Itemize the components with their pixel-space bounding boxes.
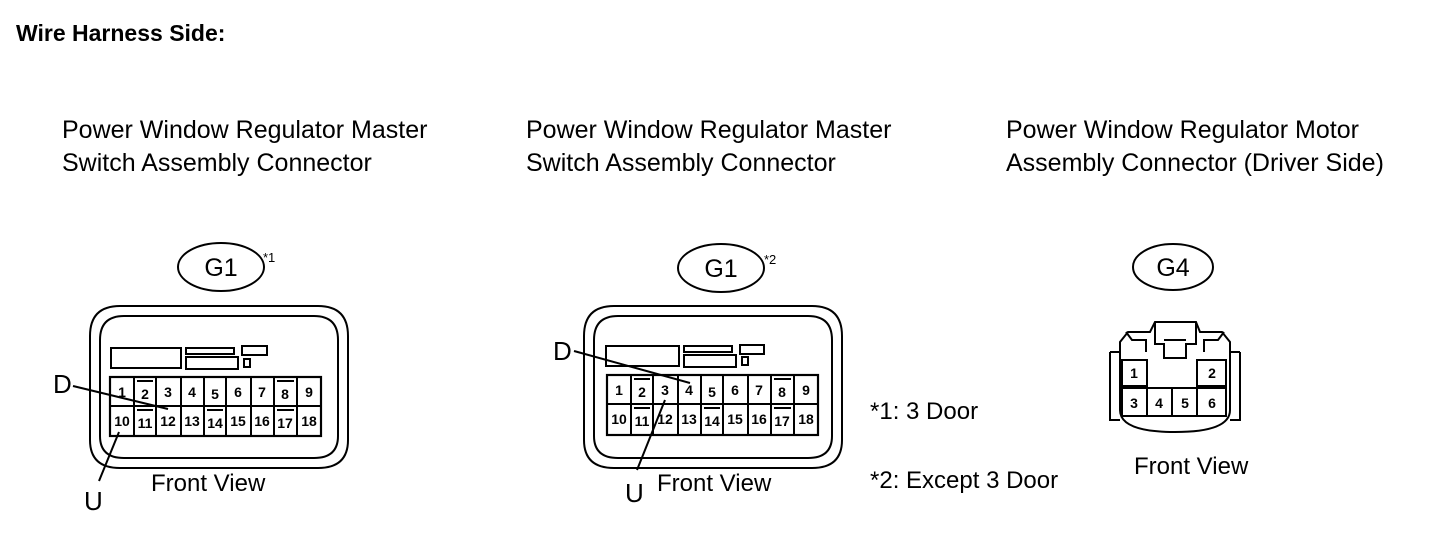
pin-label: 15 — [727, 411, 743, 427]
connector-1-title: Power Window Regulator Master Switch Ass… — [62, 114, 427, 180]
connector-2-pins: 1 2 3 4 5 6 7 8 9 10 11 12 13 14 15 16 1… — [611, 382, 814, 429]
pin-label: 14 — [207, 415, 223, 431]
pin-label: 5 — [1181, 395, 1189, 411]
connector-1-u-label: U — [84, 486, 103, 516]
connector-3-id: G4 — [1156, 254, 1189, 282]
connector-2-id-oval — [677, 243, 765, 293]
connector-2-u-label: U — [625, 478, 644, 508]
pin-label: 5 — [211, 386, 219, 402]
pin-label: 3 — [1130, 395, 1138, 411]
connector-1-id: G1 — [204, 254, 237, 282]
connector-2-d-label: D — [553, 336, 572, 366]
connector-3-id-oval — [1132, 243, 1214, 291]
connector-3-drawing — [1109, 243, 1241, 434]
pin-label: 7 — [258, 384, 266, 400]
pin-label: 17 — [774, 413, 790, 429]
pin-label: 2 — [141, 386, 149, 402]
pin-label: 1 — [118, 384, 126, 400]
connector-3-title-line2: Assembly Connector (Driver Side) — [1006, 149, 1384, 177]
connector-1-title-line1: Power Window Regulator Master — [62, 116, 428, 144]
pin-label: 14 — [704, 413, 720, 429]
pin-label: 18 — [798, 411, 814, 427]
connector-1-pins: 1 2 3 4 5 6 7 8 9 10 11 12 13 14 15 16 1… — [114, 384, 317, 431]
pin-label: 2 — [1208, 365, 1216, 381]
pin-label: 10 — [114, 413, 130, 429]
pin-label: 12 — [657, 411, 673, 427]
pin-label: 7 — [755, 382, 763, 398]
connector-2-title-line2: Switch Assembly Connector — [526, 149, 836, 177]
pin-label: 1 — [1130, 365, 1138, 381]
connector-1-superscript: *1 — [263, 250, 275, 265]
connector-2-title-line1: Power Window Regulator Master — [526, 116, 892, 144]
connector-1-id-oval — [177, 242, 265, 292]
connector-2-id: G1 — [704, 255, 737, 283]
diagram-heading: Wire Harness Side: — [16, 20, 226, 46]
pin-label: 16 — [751, 411, 767, 427]
pin-label: 3 — [164, 384, 172, 400]
connector-2-view-label: Front View — [657, 470, 772, 497]
pin-label: 6 — [234, 384, 242, 400]
pin-label: 11 — [635, 413, 650, 429]
pin-label: 4 — [1155, 395, 1163, 411]
pin-label: 4 — [685, 382, 693, 398]
connector-3-title-line1: Power Window Regulator Motor — [1006, 116, 1359, 144]
connector-3-pins: 1 2 3 4 5 6 — [1130, 365, 1216, 411]
pin-label: 1 — [615, 382, 623, 398]
pin-label: 8 — [778, 384, 786, 400]
pin-label: 16 — [254, 413, 270, 429]
pin-label: 4 — [188, 384, 196, 400]
pin-label: 15 — [230, 413, 246, 429]
pin-label: 11 — [138, 415, 153, 431]
pin-label: 5 — [708, 384, 716, 400]
pin-label: 6 — [1208, 395, 1216, 411]
pin-label: 18 — [301, 413, 317, 429]
connector-2-title: Power Window Regulator Master Switch Ass… — [526, 114, 891, 180]
pin-label: 6 — [731, 382, 739, 398]
pin-label: 10 — [611, 411, 627, 427]
connector-2-superscript: *2 — [764, 252, 776, 267]
connector-1-d-label: D — [53, 369, 72, 399]
pin-label: 9 — [305, 384, 313, 400]
pin-label: 12 — [160, 413, 176, 429]
connector-3-view-label: Front View — [1134, 453, 1249, 480]
connector-2-drawing — [573, 243, 843, 471]
connector-1-view-label: Front View — [151, 470, 266, 497]
pin-label: 3 — [661, 382, 669, 398]
pin-label: 9 — [802, 382, 810, 398]
pin-label: 13 — [681, 411, 697, 427]
pin-label: 13 — [184, 413, 200, 429]
pin-label: 8 — [281, 386, 289, 402]
note-3-door: *1: 3 Door — [870, 398, 979, 425]
connector-1-title-line2: Switch Assembly Connector — [62, 149, 372, 177]
pin-label: 2 — [638, 384, 646, 400]
note-except-3-door: *2: Except 3 Door — [870, 467, 1059, 494]
connector-1-drawing — [72, 242, 349, 482]
connector-3-title: Power Window Regulator Motor Assembly Co… — [1006, 114, 1384, 180]
pin-label: 17 — [277, 415, 293, 431]
